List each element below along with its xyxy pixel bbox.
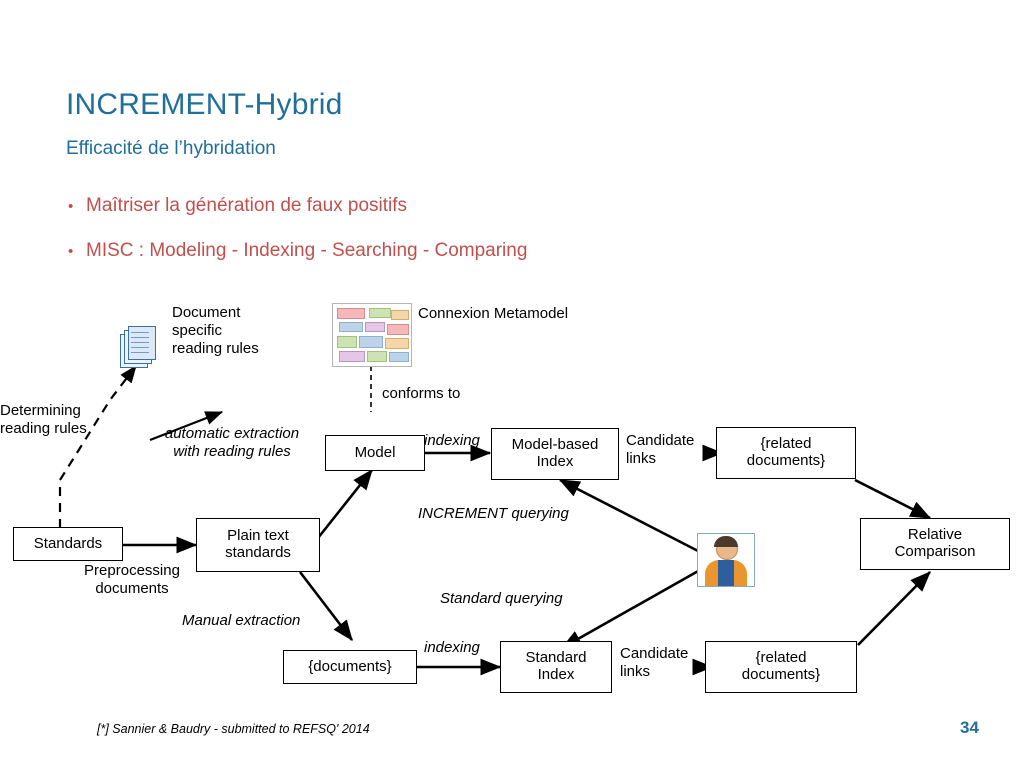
node-standards[interactable]: Standards: [13, 527, 123, 561]
footnote: [*] Sannier & Baudry - submitted to REFS…: [97, 722, 370, 736]
page-subtitle: Efficacité de l’hybridation: [66, 138, 276, 159]
label-conforms-to: conforms to: [382, 385, 461, 402]
documents-stack-icon: [120, 326, 158, 368]
node-documents[interactable]: {documents}: [283, 650, 417, 684]
label-increment-querying: INCREMENT querying: [418, 505, 569, 522]
bullet-item-2: • MISC : Modeling - Indexing - Searching…: [68, 240, 527, 262]
label-indexing-bottom: indexing: [424, 639, 480, 656]
bullet-marker-icon: •: [68, 243, 74, 260]
bullet-item-1: • Maîtriser la génération de faux positi…: [68, 195, 407, 217]
label-indexing-top: indexing: [424, 432, 480, 449]
bullet-label-2: MISC : Modeling - Indexing - Searching -…: [86, 240, 528, 261]
label-connexion-metamodel: Connexion Metamodel: [418, 305, 569, 322]
label-manual-extraction: Manual extraction: [182, 612, 301, 629]
bullet-marker-icon: •: [68, 198, 74, 215]
node-model[interactable]: Model: [325, 435, 425, 471]
label-standard-querying: Standard querying: [440, 590, 563, 607]
page-title: INCREMENT-Hybrid: [66, 88, 343, 121]
metamodel-thumbnail-icon: [332, 303, 412, 367]
bullet-label-1: Maîtriser la génération de faux positifs: [86, 195, 408, 216]
page-number: 34: [960, 718, 979, 737]
user-avatar-icon: [697, 533, 755, 587]
